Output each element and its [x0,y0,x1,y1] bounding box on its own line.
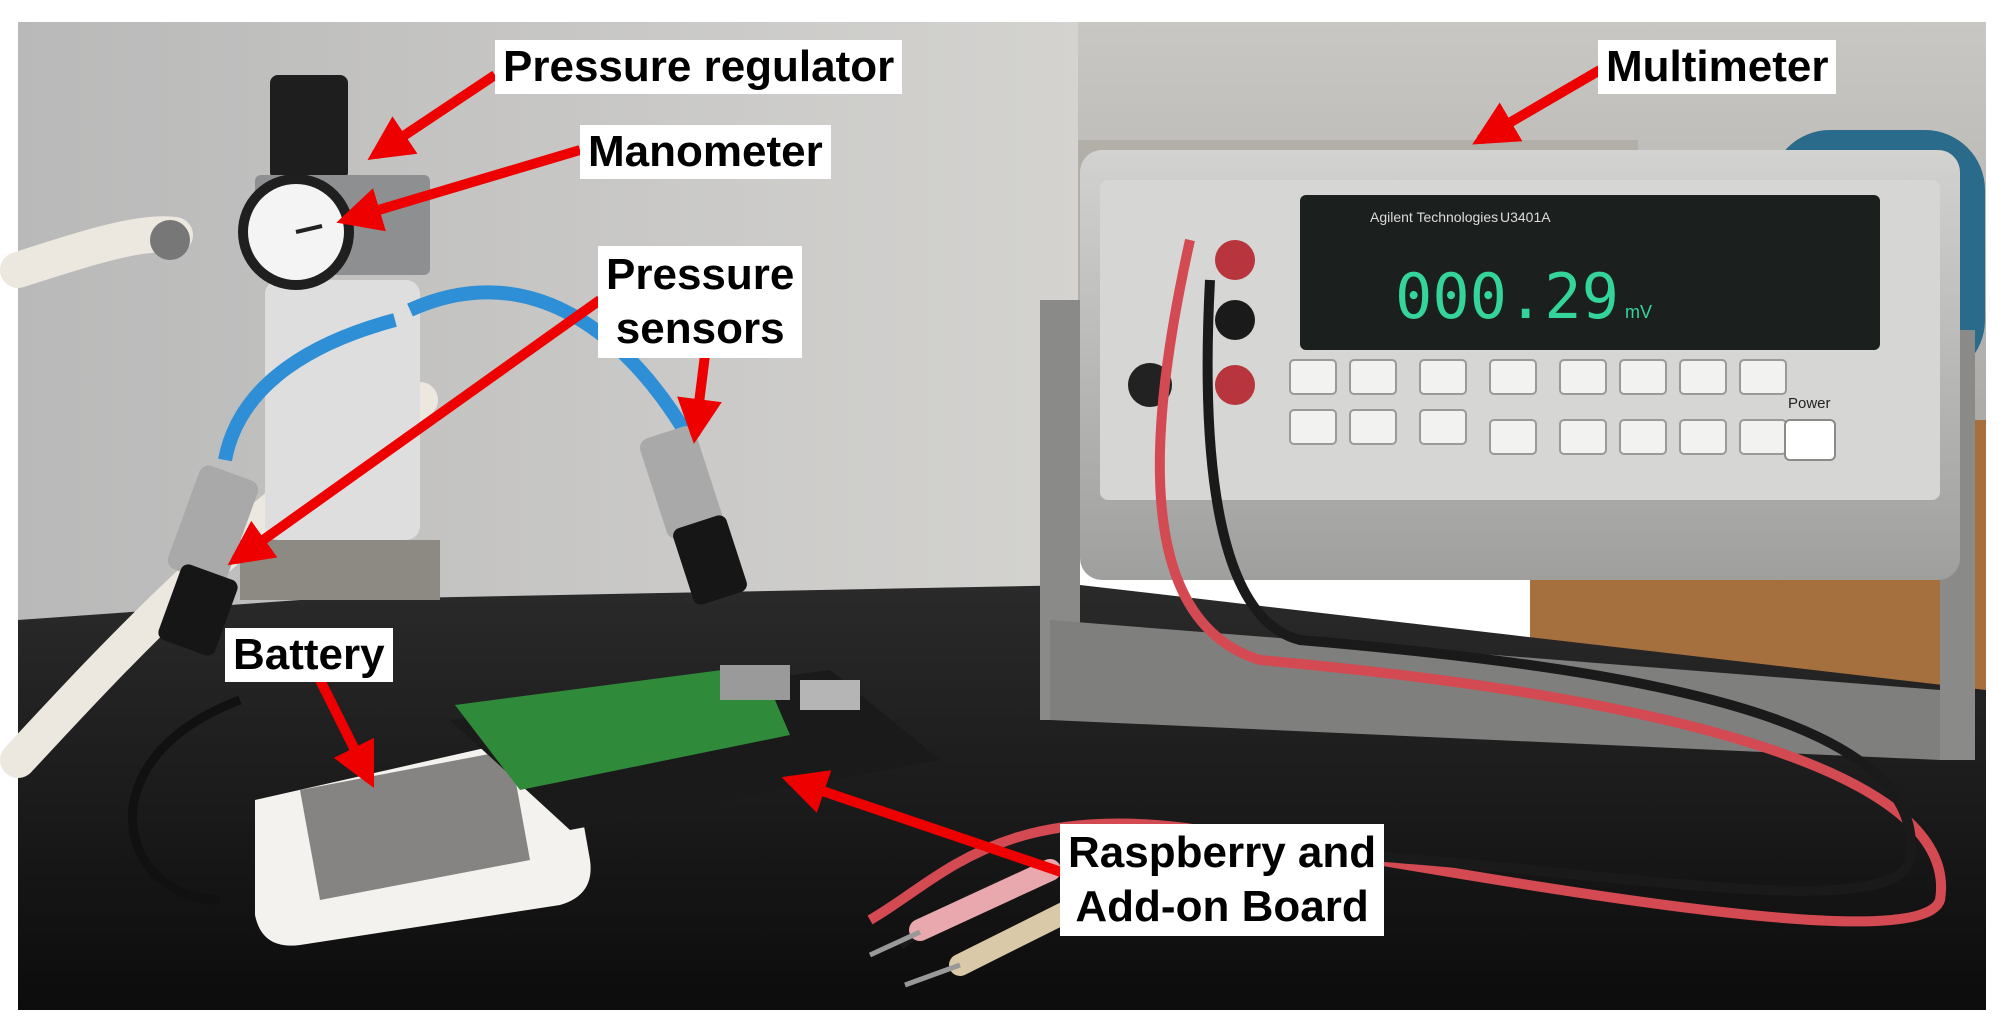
label-pressure-sensors-line2: sensors [615,304,785,353]
power-label: Power [1788,395,1831,412]
label-raspberry-line1: Raspberry and [1068,828,1377,877]
label-battery: Battery [225,628,393,682]
pressure-sensor-left [167,465,259,585]
regulator-stand [240,540,440,600]
lcd-unit: mV [1625,302,1652,322]
arrow-manometer [336,145,582,232]
input-jack-red-top [1215,240,1255,280]
blue-hose [407,285,697,444]
label-manometer: Manometer [580,125,831,179]
label-multimeter: Multimeter [1598,40,1837,94]
arrow-battery [315,677,375,789]
arrow-pressure-regulator [367,70,498,160]
input-jack-black [1215,300,1255,340]
label-pressure-sensors-line1: Pressure [606,250,795,299]
label-raspberry-addon-board: Raspberry and Add-on Board [1060,824,1385,936]
input-jack-red-bottom [1215,365,1255,405]
probe-cable-red [867,238,1947,927]
brand-text: Agilent Technologies [1370,209,1498,225]
label-raspberry-line2: Add-on Board [1075,882,1369,931]
arrow-multimeter [1472,65,1603,145]
lcd-reading: 000.29 [1395,260,1619,333]
hose-clamp [150,220,190,260]
probe-red [909,859,1061,941]
arrow-pressure-sensor-left [227,295,603,566]
regulator-knob [270,75,348,180]
label-pressure-sensors: Pressure sensors [598,246,803,358]
pressure-sensor-right [639,426,723,539]
battery-cable [127,695,242,905]
arrow-pressure-sensor-right [677,354,722,444]
regulator-bowl [265,280,420,540]
model-text: U3401A [1500,209,1551,225]
power-button [1784,419,1836,461]
multimeter-lcd [1300,195,1880,350]
arrow-raspberry [781,770,1072,880]
keypad-buttons [1289,359,1787,455]
label-pressure-regulator: Pressure regulator [495,40,903,94]
wall-left [18,22,1078,622]
addon-board [455,665,790,790]
annotation-arrows [227,65,1603,880]
